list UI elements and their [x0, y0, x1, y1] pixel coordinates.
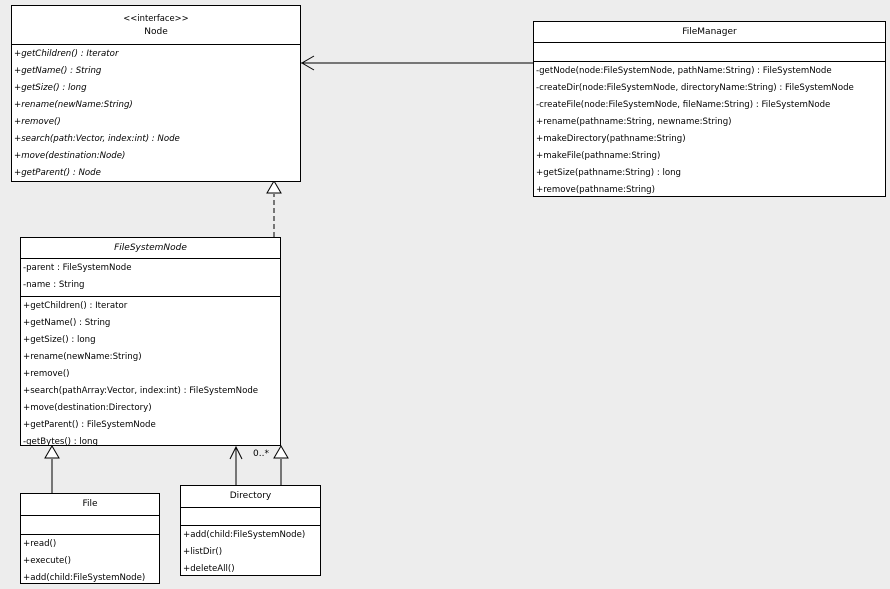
filesystemnode-op: +getChildren() : Iterator: [23, 301, 128, 311]
file-header: File: [21, 494, 159, 516]
filesystemnode-operations: +getChildren() : Iterator +getName() : S…: [21, 297, 280, 453]
node-interface-box[interactable]: <<interface>> Node +getChildren() : Iter…: [11, 5, 301, 182]
association-arrowhead-children: [229, 445, 243, 460]
filemanager-attributes: [534, 43, 885, 62]
filemanager-op: +makeFile(pathname:String): [536, 151, 661, 161]
node-op: +rename(newName:String): [14, 100, 133, 110]
filemanager-op: -createFile(node:FileSystemNode, fileNam…: [536, 100, 831, 110]
filemanager-op: -createDir(node:FileSystemNode, director…: [536, 83, 854, 93]
filemanager-op: +makeDirectory(pathname:String): [536, 134, 686, 144]
filemanager-name: FileManager: [682, 27, 737, 37]
filemanager-header: FileManager: [534, 22, 885, 43]
filesystemnode-op: +search(pathArray:Vector, index:int) : F…: [23, 386, 259, 396]
file-op: +read(): [23, 539, 57, 549]
node-op: +getParent() : Node: [14, 168, 101, 178]
filesystemnode-header: FileSystemNode: [21, 238, 280, 259]
file-attributes: [21, 516, 159, 535]
filemanager-class-box[interactable]: FileManager -getNode(node:FileSystemNode…: [533, 21, 886, 197]
filesystemnode-op: +getSize() : long: [23, 335, 96, 345]
realization-triangle: [266, 180, 282, 194]
filesystemnode-name: FileSystemNode: [114, 243, 187, 253]
node-operations: +getChildren() : Iterator +getName() : S…: [12, 45, 300, 184]
multiplicity-label: 0..*: [253, 449, 269, 459]
filesystemnode-class-box[interactable]: FileSystemNode -parent : FileSystemNode …: [20, 237, 281, 447]
generalization-triangle-file: [44, 445, 60, 459]
filesystemnode-op: +remove(): [23, 369, 70, 379]
node-op: +remove(): [14, 117, 61, 127]
file-op: +add(child:FileSystemNode): [23, 573, 146, 583]
directory-header: Directory: [181, 486, 320, 508]
directory-op: +listDir(): [183, 547, 223, 557]
node-name: Node: [144, 27, 168, 37]
generalization-triangle-directory: [273, 445, 289, 459]
filesystemnode-attr: -name : String: [23, 280, 85, 290]
node-header: <<interface>> Node: [12, 6, 300, 45]
file-operations: +read() +execute() +add(child:FileSystem…: [21, 535, 159, 589]
filesystemnode-attr: -parent : FileSystemNode: [23, 263, 132, 273]
directory-op: +deleteAll(): [183, 564, 235, 574]
filemanager-op: +getSize(pathname:String) : long: [536, 168, 682, 178]
association-arrowhead-node: [301, 55, 315, 71]
filesystemnode-attributes: -parent : FileSystemNode -name : String: [21, 259, 280, 297]
directory-name: Directory: [229, 491, 272, 501]
filemanager-op: +rename(pathname:String, newname:String): [536, 117, 732, 127]
file-name: File: [82, 499, 98, 509]
filemanager-op: +remove(pathname:String): [536, 185, 655, 195]
directory-operations: +add(child:FileSystemNode) +listDir() +d…: [181, 526, 320, 580]
node-op: +getName() : String: [14, 66, 102, 76]
node-op: +getChildren() : Iterator: [14, 49, 119, 59]
directory-class-box[interactable]: Directory +add(child:FileSystemNode) +li…: [180, 485, 321, 576]
filesystemnode-op: +getParent() : FileSystemNode: [23, 420, 156, 430]
file-op: +execute(): [23, 556, 71, 566]
node-op: +move(destination:Node): [14, 151, 126, 161]
filesystemnode-op: +rename(newName:String): [23, 352, 142, 362]
filemanager-op: -getNode(node:FileSystemNode, pathName:S…: [536, 66, 832, 76]
filemanager-operations: -getNode(node:FileSystemNode, pathName:S…: [534, 62, 885, 201]
filesystemnode-op: -getBytes() : long: [23, 437, 98, 447]
node-op: +getSize() : long: [14, 83, 87, 93]
file-class-box[interactable]: File +read() +execute() +add(child:FileS…: [20, 493, 160, 584]
directory-op: +add(child:FileSystemNode): [183, 530, 306, 540]
node-stereotype: <<interface>>: [123, 13, 189, 23]
filesystemnode-op: +move(destination:Directory): [23, 403, 152, 413]
filesystemnode-op: +getName() : String: [23, 318, 111, 328]
directory-attributes: [181, 508, 320, 526]
node-op: +search(path:Vector, index:int) : Node: [14, 134, 180, 144]
